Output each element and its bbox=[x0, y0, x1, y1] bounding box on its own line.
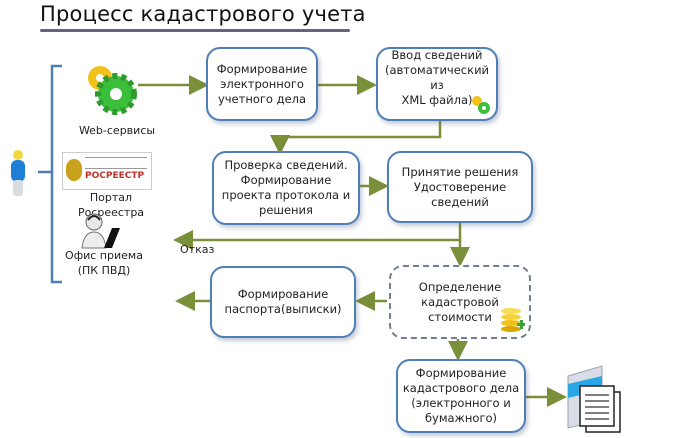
gears-icon bbox=[88, 66, 137, 115]
office-label: Офис приема (ПК ПВД) bbox=[65, 249, 143, 277]
user-icon bbox=[11, 150, 25, 196]
box-cadastral-value: Определение кадастровой стоимости bbox=[389, 265, 531, 339]
coins-icon bbox=[501, 308, 525, 332]
box-verification: Проверка сведений. Формирование проекта … bbox=[212, 151, 360, 225]
folder-documents-icon bbox=[567, 365, 621, 433]
rosreestr-logo: РОСРЕЕСТР bbox=[62, 152, 152, 190]
box-cadastral-case: Формирование кадастрового дела (электрон… bbox=[396, 359, 526, 433]
page-title: Процесс кадастрового учета bbox=[40, 2, 366, 26]
box-cadastral-value-text: Определение кадастровой стоимости bbox=[418, 279, 502, 324]
web-services-label: Web-сервисы bbox=[78, 124, 156, 137]
box-passport-text: Формирование паспорта(выписки) bbox=[224, 287, 342, 316]
logo-text: РОСРЕЕСТР bbox=[85, 171, 145, 181]
box-formation-electronic-text: Формирование электронного учетного дела bbox=[216, 61, 308, 106]
logo-fine-print bbox=[85, 157, 147, 169]
box-cadastral-case-text: Формирование кадастрового дела (электрон… bbox=[402, 366, 520, 425]
arrow-input-to-verification bbox=[270, 121, 442, 155]
box-decision-text: Принятие решения Удостоверение сведений bbox=[401, 164, 519, 209]
small-gears-icon bbox=[472, 96, 490, 114]
operator-icon bbox=[81, 213, 120, 249]
emblem-icon bbox=[66, 159, 82, 181]
box-data-input-text: Ввод сведений (автоматический из XML фай… bbox=[384, 48, 490, 107]
source-bracket bbox=[50, 64, 62, 284]
title-underline bbox=[40, 29, 350, 32]
box-data-input: Ввод сведений (автоматический из XML фай… bbox=[376, 47, 498, 121]
box-formation-electronic: Формирование электронного учетного дела bbox=[206, 47, 318, 121]
refusal-label: Отказ bbox=[180, 243, 215, 256]
box-verification-text: Проверка сведений. Формирование проекта … bbox=[221, 158, 351, 217]
box-passport: Формирование паспорта(выписки) bbox=[210, 266, 356, 338]
box-decision: Принятие решения Удостоверение сведений bbox=[387, 151, 533, 223]
